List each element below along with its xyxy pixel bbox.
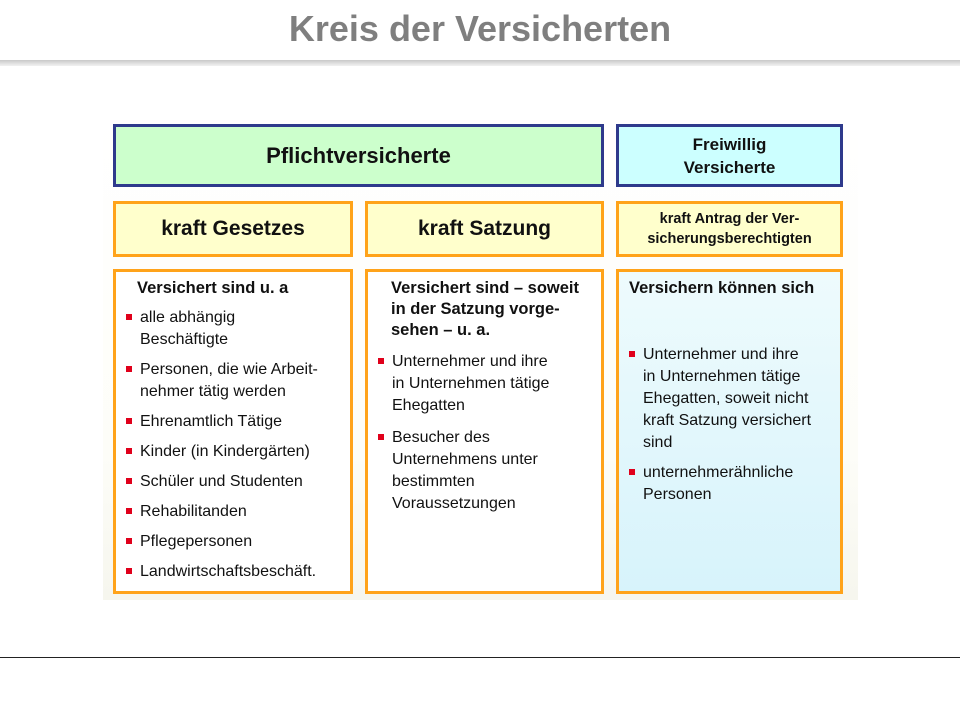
footer-divider (0, 657, 960, 658)
bullet-icon (126, 314, 132, 320)
list-item: Ehrenamtlich Tätige (124, 411, 342, 433)
bullet-icon (378, 434, 384, 440)
header-voluntary-insured: Freiwillig Versicherte (616, 124, 843, 187)
page-title: Kreis der Versicherten (288, 8, 672, 49)
subheader-by-law-label: kraft Gesetzes (161, 217, 305, 240)
list-by-law: alle abhängig Beschäftigte Personen, die… (124, 307, 342, 583)
bullet-icon (126, 418, 132, 424)
list-item: unternehmerähnliche Personen (627, 462, 832, 506)
bullet-icon (378, 358, 384, 364)
list-item: Kinder (in Kindergärten) (124, 441, 342, 463)
subheader-by-statute-label: kraft Satzung (417, 217, 551, 240)
list-item: Unternehmer und ihre in Unternehmen täti… (627, 344, 832, 454)
subheader-by-statute: kraft Satzung (365, 201, 604, 257)
subheader-by-application: kraft Antrag der Ver- sicherungsberechti… (616, 201, 843, 257)
column-by-application: Versichern können sich Unternehmer und i… (616, 269, 843, 594)
column-heading: Versichert sind u. a (137, 279, 289, 297)
subheader-by-application-label: kraft Antrag der Ver- sicherungsberechti… (647, 211, 812, 247)
bullet-icon (126, 366, 132, 372)
subheader-by-law: kraft Gesetzes (113, 201, 353, 257)
bullet-icon (126, 568, 132, 574)
list-item: Schüler und Studenten (124, 471, 342, 493)
list-item: Pflegepersonen (124, 531, 342, 553)
list-by-application: Unternehmer und ihre in Unternehmen täti… (627, 344, 832, 506)
list-item: Personen, die wie Arbeit- nehmer tätig w… (124, 359, 342, 403)
list-item: Besucher des Unternehmens unter bestimmt… (376, 427, 593, 515)
bullet-icon (126, 538, 132, 544)
list-by-statute: Unternehmer und ihre in Unternehmen täti… (376, 351, 593, 515)
bullet-icon (126, 508, 132, 514)
header-compulsory-label: Pflichtversicherte (266, 142, 451, 168)
list-item: Unternehmer und ihre in Unternehmen täti… (376, 351, 593, 417)
insured-persons-diagram: Pflichtversicherte Freiwillig Versichert… (103, 116, 858, 600)
column-by-law: Versichert sind u. a alle abhängig Besch… (113, 269, 353, 594)
list-item: alle abhängig Beschäftigte (124, 307, 342, 351)
bullet-icon (126, 448, 132, 454)
header-compulsory-insured: Pflichtversicherte (113, 124, 604, 187)
bullet-icon (629, 351, 635, 357)
list-item: Rehabilitanden (124, 501, 342, 523)
column-heading: Versichert sind – soweit in der Satzung … (391, 279, 579, 339)
title-divider (0, 60, 960, 66)
column-heading: Versichern können sich (629, 279, 815, 297)
bullet-icon (126, 478, 132, 484)
list-item: Landwirtschaftsbeschäft. (124, 561, 342, 583)
bullet-icon (629, 469, 635, 475)
column-by-statute: Versichert sind – soweit in der Satzung … (365, 269, 604, 594)
header-voluntary-label: Freiwillig Versicherte (683, 134, 776, 177)
